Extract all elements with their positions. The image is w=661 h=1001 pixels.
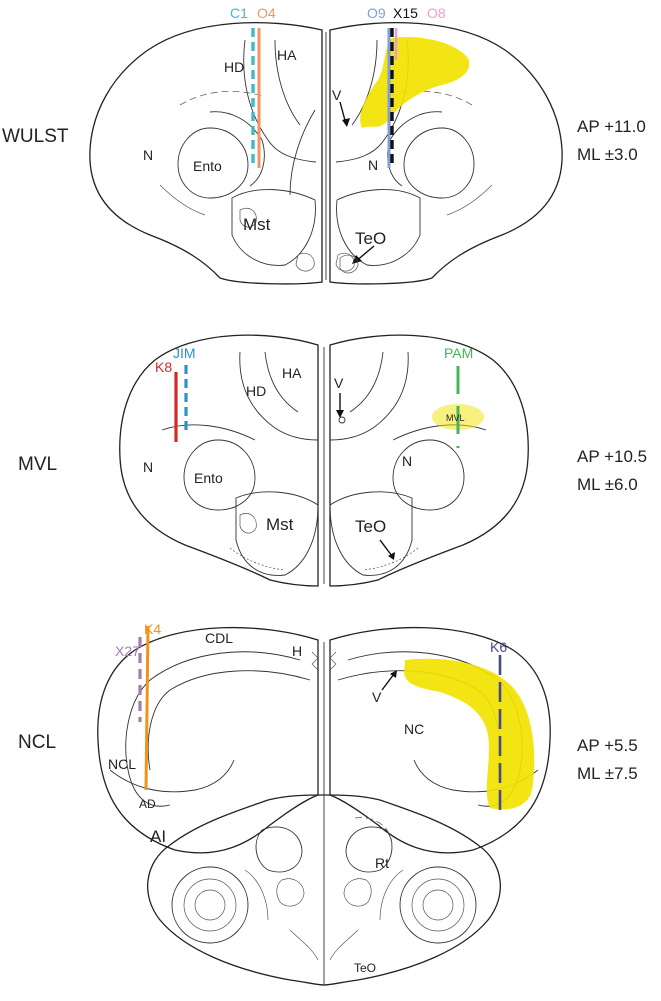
coord-label-ml: ML ±7.5: [577, 764, 638, 783]
panel-wulst: C1 O4 O9 X15 O8 HD HA N Ento Mst TeO V N…: [2, 5, 646, 284]
region-label-cdl: CDL: [205, 630, 233, 646]
ncl-v-arrow: [382, 674, 394, 690]
coord-label-ml: ML ±3.0: [577, 145, 638, 164]
region-label-rt: Rt: [375, 855, 389, 871]
ncl-right-hippocampus-detail: [330, 652, 336, 670]
mvl-left-folia: [230, 548, 285, 570]
probe-label-x27: X27: [115, 643, 140, 659]
section-label-wulst: WULST: [2, 126, 69, 147]
region-label-ai: AI: [150, 827, 166, 846]
panel-ncl: X27 K4 K6 CDL H NCL AD AI V NC Rt TeO NC…: [18, 621, 638, 985]
ncl-left-nucleus: [256, 827, 302, 872]
region-label-mvl: MVL: [446, 413, 465, 423]
region-label-ad: AD: [139, 797, 156, 811]
region-label-n-left: N: [143, 147, 153, 163]
ncl-left-tectum-ring: [172, 867, 248, 943]
region-label-nc: NC: [404, 721, 424, 737]
ncl-left-tectum-ring: [195, 890, 225, 920]
panel-mvl: K8 JIM PAM HA HD N Ento Mst TeO V N MVL …: [18, 335, 647, 586]
section-label-mvl: MVL: [18, 454, 57, 475]
region-label-n-right: N: [368, 157, 378, 173]
region-label-ha: HA: [277, 47, 297, 63]
coord-label-ml: ML ±6.0: [577, 475, 638, 494]
ncl-right-detail: [330, 930, 358, 960]
region-label-hd: HD: [246, 383, 266, 399]
mvl-teo-arrow: [380, 540, 392, 556]
wulst-left-detail: [160, 185, 205, 215]
ncl-right-tectum-ring: [400, 867, 476, 943]
probe-label-k6: K6: [490, 639, 507, 655]
wulst-right-ento: [404, 128, 474, 198]
wulst-left-ventricle: [290, 110, 315, 195]
mvl-right-ento: [393, 440, 464, 510]
region-label-hd: HD: [224, 59, 244, 75]
mvl-left-lamina: [265, 352, 298, 412]
mvl-right-folia: [363, 548, 418, 570]
region-label-teo: TeO: [355, 517, 386, 536]
ncl-left-tectum-ring: [184, 879, 236, 931]
ncl-left-detail: [290, 930, 318, 960]
wulst-right-lamina: [388, 112, 442, 186]
mvl-right-lamina: [330, 352, 408, 440]
region-label-mst: Mst: [243, 215, 271, 234]
probe-label-o9: O9: [367, 5, 386, 21]
ncl-right-tectum-ring: [423, 890, 453, 920]
ncl-left-hippocampus-detail: [312, 652, 318, 670]
coord-label-ap: AP +11.0: [577, 117, 646, 136]
ncl-right-detail: [380, 870, 403, 920]
probe-label-jim: JIM: [173, 345, 196, 361]
wulst-v-arrowhead: [342, 118, 350, 127]
mvl-right-lamina: [350, 352, 383, 412]
region-label-mst: Mst: [266, 515, 294, 534]
region-label-teo: TeO: [355, 229, 386, 248]
region-label-ento: Ento: [194, 470, 223, 486]
wulst-left-detail: [296, 253, 314, 271]
ncl-left-hemisphere-outline: [98, 628, 318, 853]
ncl-left-detail: [245, 870, 268, 920]
region-label-n-left: N: [143, 459, 153, 475]
probe-label-o8: O8: [427, 5, 446, 21]
ncl-left-nucleus: [277, 879, 304, 906]
probe-label-o4: O4: [257, 5, 276, 21]
probe-label-k8: K8: [155, 359, 172, 375]
probe-track-k4: [146, 626, 148, 790]
region-label-v: V: [334, 375, 344, 391]
ncl-left-nc: [148, 671, 310, 770]
coord-label-ap: AP +10.5: [577, 447, 647, 466]
region-label-ento: Ento: [193, 158, 222, 174]
region-label-teo: TeO: [354, 961, 376, 975]
ncl-right-nucleus: [344, 879, 371, 906]
mvl-v-ventricle: [339, 417, 345, 423]
region-label-v: V: [332, 87, 342, 103]
coord-label-ap: AP +5.5: [577, 736, 638, 755]
region-label-v: V: [372, 689, 382, 705]
section-label-ncl: NCL: [18, 732, 56, 753]
probe-label-x15: X15: [393, 5, 418, 21]
wulst-right-mst: [337, 190, 420, 266]
wulst-right-detail: [447, 185, 492, 215]
probe-label-c1: C1: [230, 5, 248, 21]
region-label-h: H: [292, 643, 302, 659]
probe-label-pam: PAM: [444, 345, 473, 361]
probe-label-k4: K4: [144, 621, 161, 637]
region-label-ncl: NCL: [108, 756, 136, 772]
ncl-right-tectum-ring: [412, 879, 464, 931]
ncl-left-lamina: [126, 652, 300, 806]
mvl-right-hemisphere-outline: [330, 335, 528, 586]
mvl-left-detail: [240, 513, 256, 533]
region-label-n-right: N: [402, 453, 412, 469]
wulst-left-lamina: [210, 112, 264, 186]
region-label-ha: HA: [282, 365, 302, 381]
